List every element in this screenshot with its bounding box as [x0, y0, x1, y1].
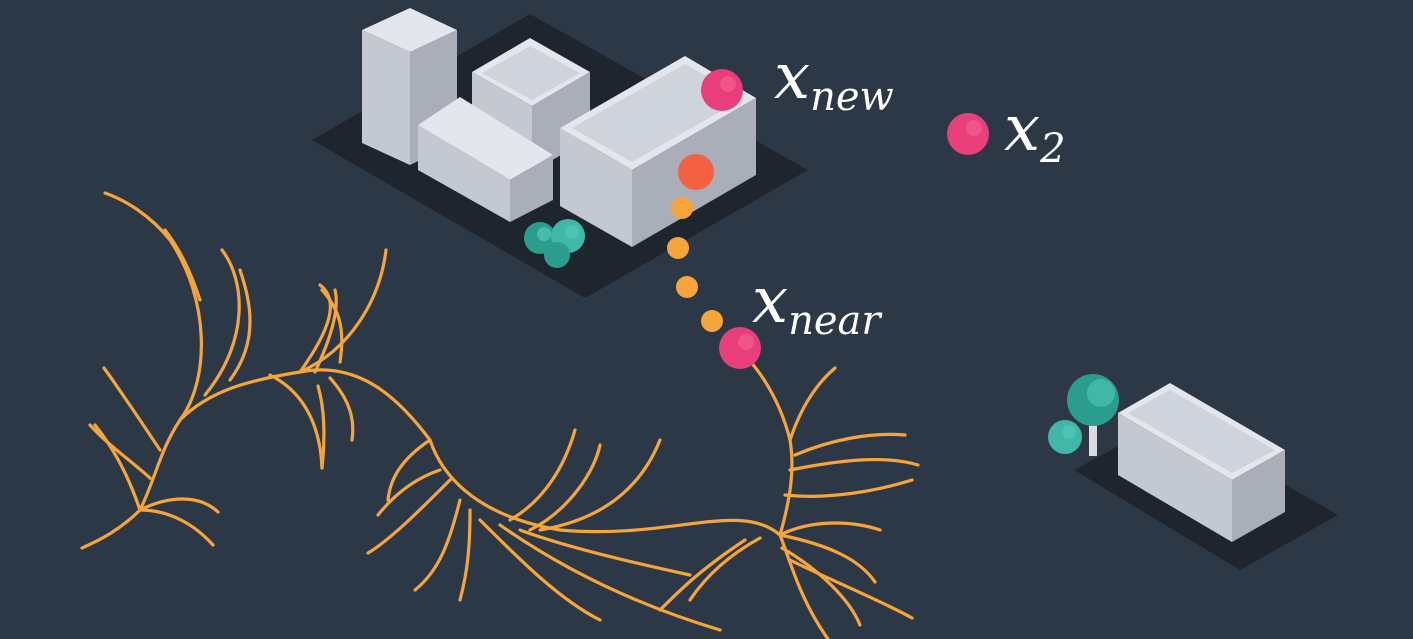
- collision-point: [678, 154, 714, 190]
- circle-node-icon: [701, 69, 743, 111]
- connection-path: [667, 197, 723, 332]
- city-block: [312, 8, 808, 298]
- right-block: [1048, 374, 1338, 570]
- label-x-new: xnew: [774, 40, 894, 120]
- label-x-2: x2: [1004, 92, 1066, 172]
- isometric-building-icon: [418, 97, 553, 222]
- label-x-near: xnear: [752, 264, 883, 344]
- tree-icon: [1048, 374, 1119, 456]
- path-dot: [676, 276, 698, 298]
- circle-node-icon: [947, 113, 989, 155]
- isometric-building-icon: [1118, 383, 1285, 542]
- path-dot: [671, 197, 693, 219]
- rrt-tree: [80, 191, 920, 639]
- circle-node-icon: [719, 327, 761, 369]
- path-dot: [701, 310, 723, 332]
- tree-icon: [524, 219, 585, 268]
- path-dot: [667, 237, 689, 259]
